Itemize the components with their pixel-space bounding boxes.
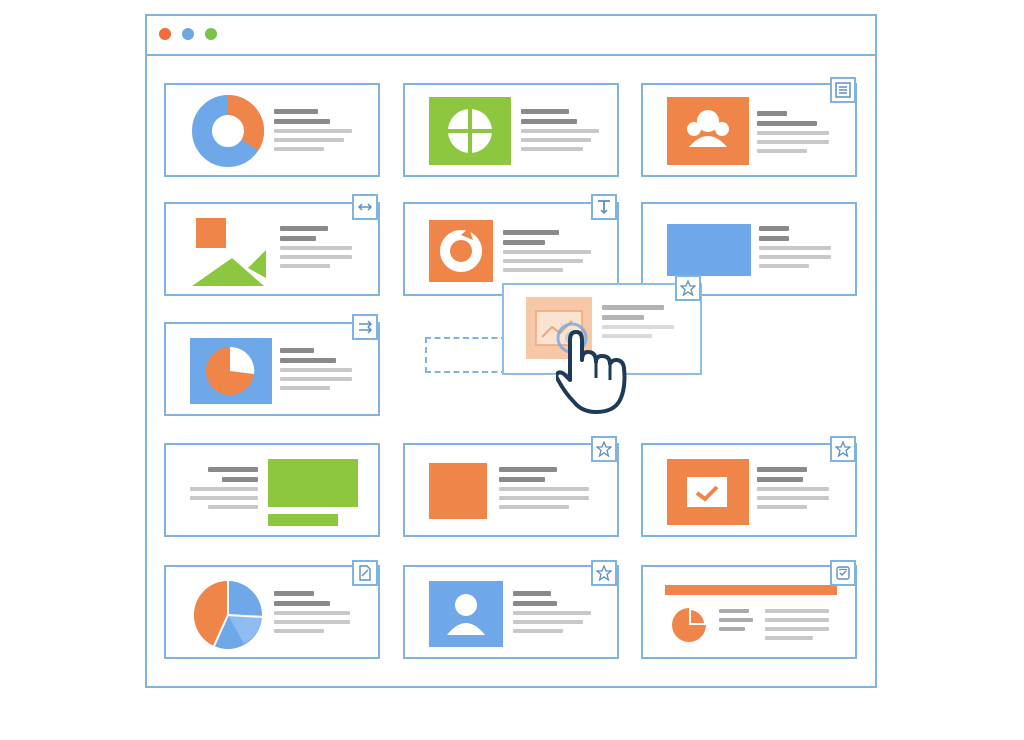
widget-card-donut[interactable] bbox=[164, 83, 380, 177]
widget-card-pie[interactable] bbox=[164, 322, 380, 416]
star-icon[interactable] bbox=[830, 436, 856, 462]
widget-card-checkmark[interactable] bbox=[641, 443, 857, 537]
widget-card-banner[interactable] bbox=[164, 443, 380, 537]
resize-horizontal-icon[interactable] bbox=[352, 194, 378, 220]
widget-card-mini-pie[interactable] bbox=[641, 565, 857, 659]
drop-placeholder bbox=[425, 337, 507, 373]
widget-card-blue-rect[interactable] bbox=[641, 202, 857, 296]
blue-rect-icon bbox=[667, 224, 751, 276]
user-group-icon bbox=[667, 97, 749, 165]
minimize-window-button[interactable] bbox=[182, 28, 194, 40]
close-window-button[interactable] bbox=[159, 28, 171, 40]
mini-pie-icon bbox=[669, 605, 709, 645]
pie-segments-icon bbox=[190, 577, 266, 653]
star-icon[interactable] bbox=[591, 436, 617, 462]
crosshair-grid-icon bbox=[429, 97, 511, 165]
maximize-window-button[interactable] bbox=[205, 28, 217, 40]
checkmark-image-icon bbox=[667, 459, 749, 525]
widget-card-user[interactable] bbox=[403, 565, 619, 659]
user-avatar-icon bbox=[429, 581, 503, 647]
widget-card-users[interactable] bbox=[641, 83, 857, 177]
header-bar bbox=[665, 585, 837, 595]
document-icon[interactable] bbox=[352, 560, 378, 586]
widget-card-shapes[interactable] bbox=[164, 202, 380, 296]
shapes-icon bbox=[192, 216, 272, 288]
widget-card-pie-segments[interactable] bbox=[164, 565, 380, 659]
widget-card-dragging[interactable] bbox=[502, 283, 702, 375]
widget-card-crosshair[interactable] bbox=[403, 83, 619, 177]
archive-icon[interactable] bbox=[830, 560, 856, 586]
pie-chart-icon bbox=[190, 338, 272, 404]
banner-icon bbox=[268, 459, 362, 527]
ring-chart-icon bbox=[429, 220, 493, 282]
text-icon[interactable] bbox=[591, 194, 617, 220]
widget-card-ring[interactable] bbox=[403, 202, 619, 296]
orange-square-icon bbox=[429, 463, 487, 519]
swap-icon[interactable] bbox=[352, 314, 378, 340]
star-icon[interactable] bbox=[591, 560, 617, 586]
window-titlebar bbox=[147, 16, 875, 56]
donut-chart-icon bbox=[192, 95, 264, 167]
star-icon[interactable] bbox=[675, 275, 701, 301]
hand-pointer-icon bbox=[556, 320, 646, 420]
list-icon[interactable] bbox=[830, 77, 856, 103]
widget-card-orange-square[interactable] bbox=[403, 443, 619, 537]
